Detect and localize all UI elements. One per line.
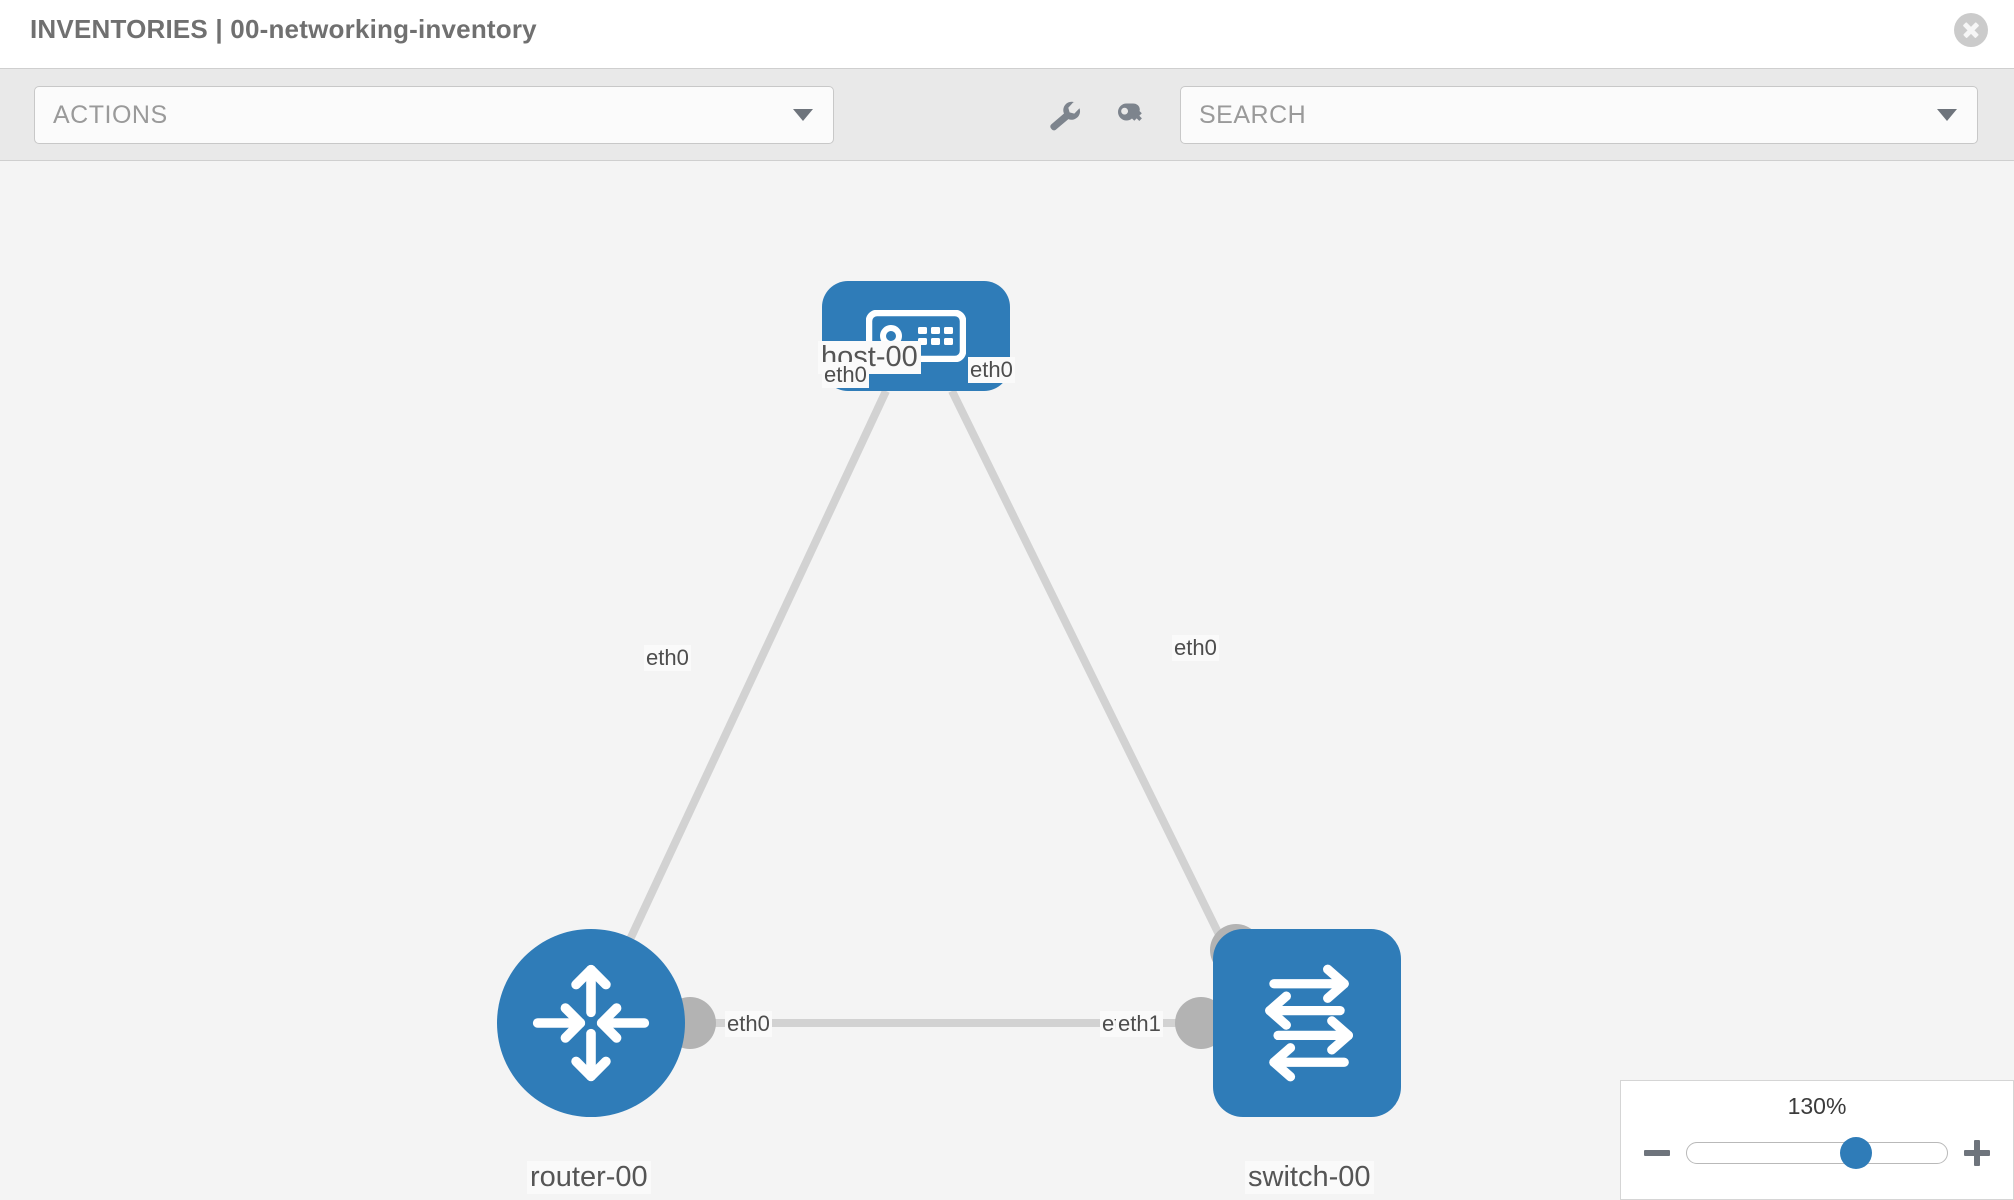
search-input[interactable]: SEARCH bbox=[1180, 86, 1978, 144]
zoom-percent-label: 130% bbox=[1787, 1093, 1847, 1119]
node-router-00[interactable] bbox=[497, 929, 685, 1117]
actions-dropdown-label: ACTIONS bbox=[53, 100, 168, 129]
iface-label-router-up: eth0 bbox=[644, 645, 691, 671]
iface-label-switch-up: eth0 bbox=[1172, 635, 1219, 661]
search-placeholder: SEARCH bbox=[1199, 100, 1307, 129]
zoom-slider-thumb[interactable] bbox=[1840, 1137, 1872, 1169]
switch-icon bbox=[1265, 964, 1353, 1082]
chevron-down-icon bbox=[1937, 109, 1957, 121]
link-host-router bbox=[587, 389, 890, 1025]
router-icon bbox=[532, 964, 650, 1082]
node-label-router: router-00 bbox=[527, 1161, 651, 1194]
node-label-switch: switch-00 bbox=[1245, 1161, 1374, 1194]
zoom-out-button[interactable] bbox=[1642, 1138, 1672, 1168]
toolbar: ACTIONS SEARCH bbox=[0, 69, 2014, 161]
node-switch-00[interactable] bbox=[1213, 929, 1401, 1117]
link-host-switch bbox=[948, 389, 1236, 963]
close-icon[interactable] bbox=[1954, 13, 1988, 47]
actions-dropdown[interactable]: ACTIONS bbox=[34, 86, 834, 144]
iface-label-host-left: eth0 bbox=[822, 362, 869, 388]
key-icon[interactable] bbox=[1112, 99, 1152, 135]
page-header: INVENTORIES | 00-networking-inventory bbox=[0, 0, 2014, 69]
zoom-slider-track[interactable] bbox=[1686, 1137, 1948, 1169]
chevron-down-icon bbox=[793, 109, 813, 121]
wrench-icon[interactable] bbox=[1044, 99, 1084, 135]
zoom-control-panel: 130% bbox=[1620, 1080, 2014, 1200]
iface-label-switch-left-b: eth1 bbox=[1116, 1011, 1163, 1037]
topology-canvas[interactable]: host-00 router-00 switch-00 eth0 eth0 et… bbox=[0, 161, 2014, 1200]
iface-label-host-right: eth0 bbox=[968, 357, 1015, 383]
zoom-in-button[interactable] bbox=[1962, 1138, 1992, 1168]
iface-label-router-right: eth0 bbox=[725, 1011, 772, 1037]
page-title: INVENTORIES | 00-networking-inventory bbox=[30, 14, 537, 44]
